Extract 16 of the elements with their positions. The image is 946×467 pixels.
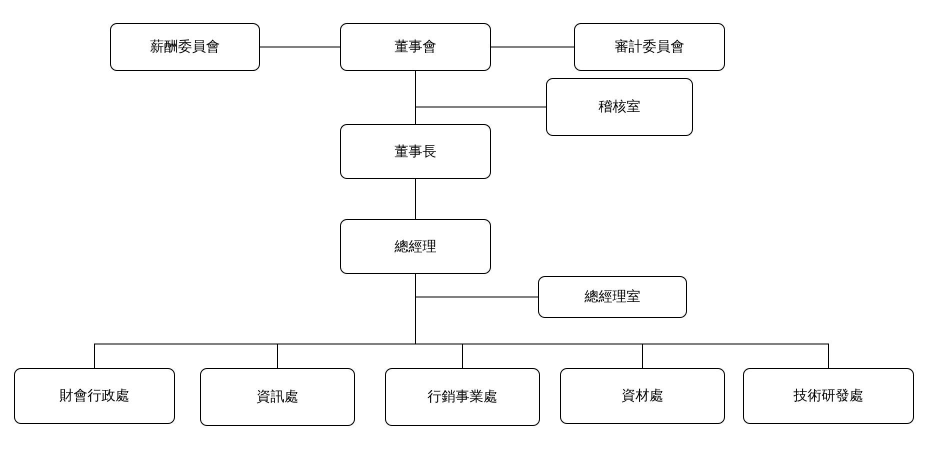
org-box: 財會行政處 bbox=[14, 368, 175, 424]
connector-line bbox=[260, 46, 340, 48]
org-box: 總經理室 bbox=[538, 276, 687, 318]
org-box: 資材處 bbox=[560, 368, 725, 424]
connector-line bbox=[490, 46, 574, 48]
connector-line bbox=[415, 178, 416, 220]
org-box: 審計委員會 bbox=[574, 23, 725, 71]
org-box: 薪酬委員會 bbox=[110, 23, 260, 71]
org-box: 資訊處 bbox=[200, 368, 355, 426]
org-box: 總經理 bbox=[340, 219, 491, 274]
org-box: 稽核室 bbox=[546, 78, 693, 136]
org-box: 董事會 bbox=[340, 23, 491, 71]
org-box: 董事長 bbox=[340, 124, 491, 179]
org-box: 技術研發處 bbox=[743, 368, 914, 424]
connector-line bbox=[415, 70, 416, 124]
org-box: 行銷事業處 bbox=[385, 368, 540, 426]
